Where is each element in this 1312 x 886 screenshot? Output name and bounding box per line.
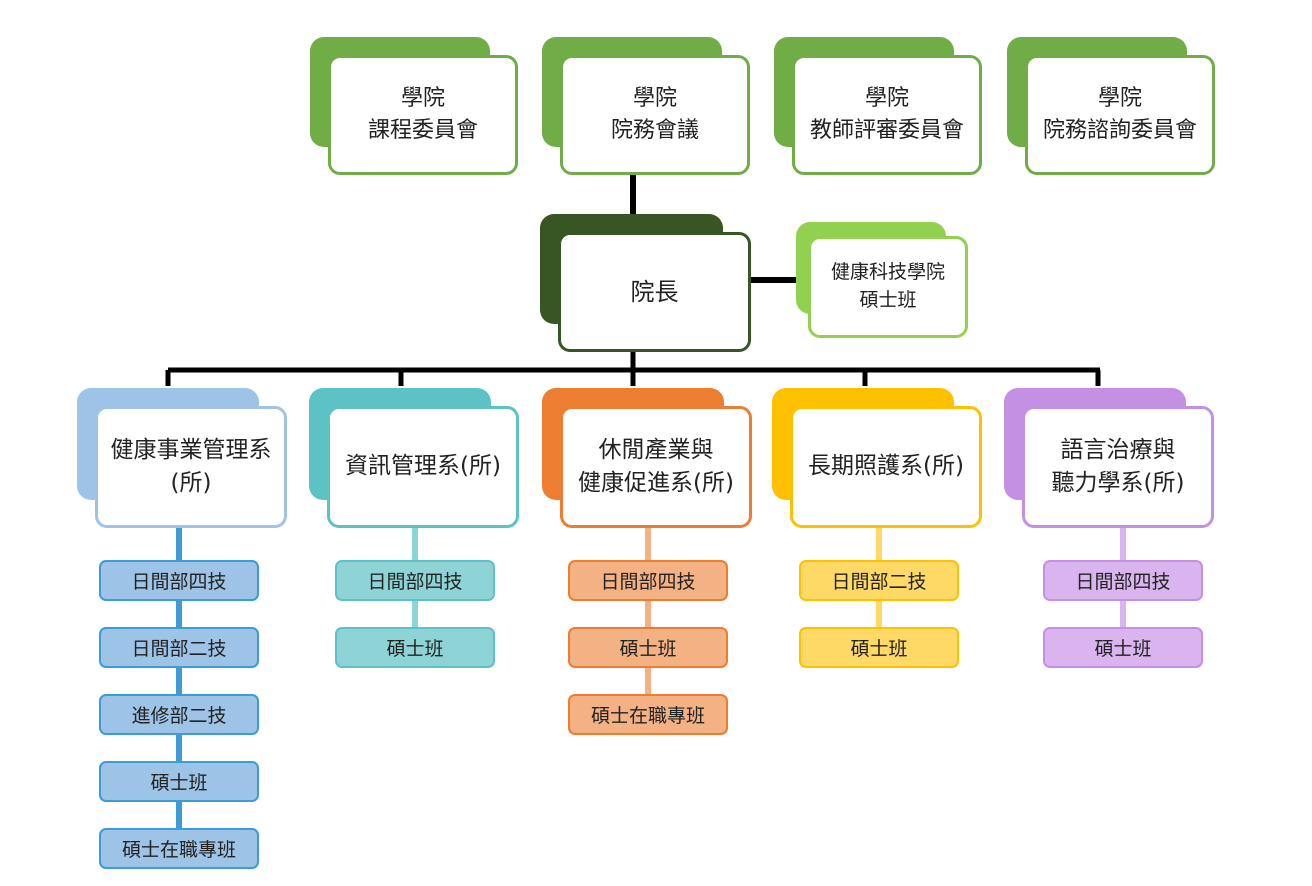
master-program-line1: 健康科技學院 (830, 261, 945, 284)
department-2-line1: 資訊管理系(所) (345, 453, 501, 480)
department-5-program-1: 日間部四技 (1043, 560, 1203, 601)
department-1-program-2: 日間部二技 (99, 627, 259, 668)
committee-1-line2: 課程委員會 (367, 118, 478, 143)
department-5-program-2: 碩士班 (1043, 627, 1203, 668)
department-3-program-2: 碩士班 (568, 627, 728, 668)
department-3-line1: 休閒產業與 (598, 436, 714, 463)
department-5-line1: 語言治療與 (1060, 436, 1176, 463)
department-1-card: 健康事業管理系 (所) (95, 406, 287, 528)
committee-3-card: 學院教師評審委員會 (792, 55, 982, 175)
department-3-program-3: 碩士在職專班 (568, 694, 728, 735)
department-2-program-2: 碩士班 (335, 627, 495, 668)
committee-2-card: 學院院務會議 (560, 55, 750, 175)
department-1-line2: (所) (170, 470, 212, 496)
department-4-line1: 長期照護系(所) (808, 453, 964, 480)
department-1-line1: 健康事業管理系 (110, 436, 272, 463)
department-3-program-1: 日間部四技 (568, 560, 728, 601)
department-2-card: 資訊管理系(所) (327, 406, 519, 528)
committee-3-line1: 學院 (864, 86, 909, 112)
dean-box-line1: 院長 (630, 277, 679, 306)
department-1-program-1: 日間部四技 (99, 560, 259, 601)
department-2: 資訊管理系(所) (309, 388, 519, 528)
committee-4-line2: 院務諮詢委員會 (1042, 118, 1197, 143)
department-4: 長期照護系(所) (772, 388, 982, 528)
committee-2-line2: 院務會議 (610, 118, 699, 143)
department-5-card: 語言治療與聽力學系(所) (1022, 406, 1214, 528)
committee-1-card: 學院課程委員會 (328, 55, 518, 175)
department-3: 休閒產業與健康促進系(所) (542, 388, 752, 528)
committee-1: 學院課程委員會 (310, 37, 518, 175)
department-4-program-2: 碩士班 (799, 627, 959, 668)
committee-2-line1: 學院 (632, 86, 677, 112)
department-1-program-3: 進修部二技 (99, 694, 259, 735)
dean-box: 院長 (540, 214, 751, 352)
committee-3: 學院教師評審委員會 (774, 37, 982, 175)
master-program: 健康科技學院碩士班 (796, 222, 968, 338)
department-3-line2: 健康促進系(所) (578, 470, 734, 496)
department-1: 健康事業管理系 (所) (77, 388, 287, 528)
committee-4-line1: 學院 (1097, 86, 1142, 112)
master-program-card: 健康科技學院碩士班 (808, 236, 968, 338)
department-4-program-1: 日間部二技 (799, 560, 959, 601)
committee-1-line1: 學院 (400, 86, 445, 112)
department-1-program-5: 碩士在職專班 (99, 828, 259, 869)
committee-4-card: 學院院務諮詢委員會 (1025, 55, 1215, 175)
committee-3-line2: 教師評審委員會 (809, 118, 964, 143)
department-5: 語言治療與聽力學系(所) (1004, 388, 1214, 528)
committee-4: 學院院務諮詢委員會 (1007, 37, 1215, 175)
department-2-program-1: 日間部四技 (335, 560, 495, 601)
department-3-card: 休閒產業與健康促進系(所) (560, 406, 752, 528)
master-program-line2: 碩士班 (859, 289, 917, 311)
department-1-program-4: 碩士班 (99, 761, 259, 802)
department-4-card: 長期照護系(所) (790, 406, 982, 528)
committee-2: 學院院務會議 (542, 37, 750, 175)
department-5-line2: 聽力學系(所) (1051, 470, 1185, 496)
dean-box-card: 院長 (558, 232, 751, 352)
